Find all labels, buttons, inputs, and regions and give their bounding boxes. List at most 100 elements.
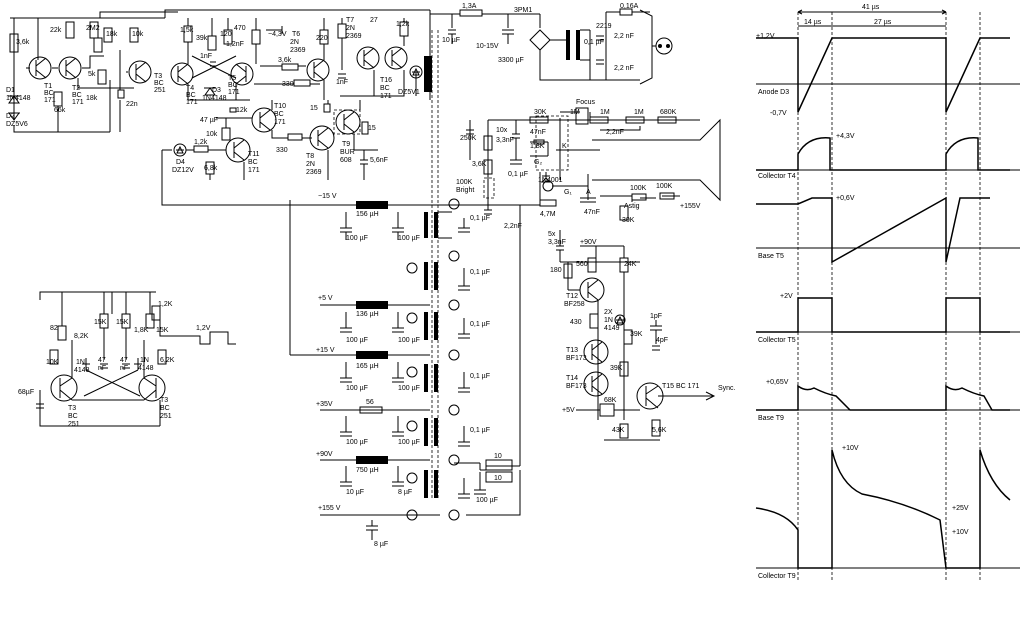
label: 1,5k [180,27,194,34]
label: 100 µF [346,385,368,392]
label: 2369 [290,47,306,54]
label: 43K [612,427,625,434]
label: 1M [634,109,644,116]
label: DZ12V [172,167,194,174]
label: 171 [72,99,84,106]
label: 68µF [18,389,34,396]
label: nF [98,365,106,372]
label: +5 V [318,295,333,302]
label: Collector T4 [758,173,796,180]
label: 47nF [584,209,600,216]
label: 1,8K [134,327,149,334]
label: 15K [94,319,107,326]
label: D4 [176,159,185,166]
label: 100K [456,179,473,186]
label: 22k [50,27,62,34]
label: 10-15V [476,43,499,50]
label: T3 [154,73,162,80]
label: 171 [186,99,198,106]
label: 1M [600,109,610,116]
label: 136 µH [356,311,379,318]
label: 3,6K [472,161,487,168]
label: BC [154,80,164,87]
label: T2 [72,85,80,92]
label: 4,7M [540,211,556,218]
label: D3 [212,87,221,94]
label: T5 [228,75,236,82]
label: −15 V [318,193,337,200]
label: 4pF [656,337,668,344]
label: 608 [340,157,352,164]
label: 30K [534,109,547,116]
label: +90V [580,239,597,246]
label: 39K [630,331,643,338]
label: 100 µF [346,439,368,446]
label: +35V [316,401,333,408]
label: 171 [380,93,392,100]
label: 8,2K [74,333,89,340]
label: nF [120,365,128,372]
label: 750 µH [356,467,379,474]
label: 0,1 µF [470,321,490,328]
label: BF258 [564,301,585,308]
label: BF173 [566,383,587,390]
label: T13 [566,347,578,354]
label: 1M [570,109,580,116]
label: 251 [160,413,172,420]
label: 251 [154,87,166,94]
label: T3 [160,397,168,404]
label: 100 µF [398,385,420,392]
label: 3,6k [278,57,292,64]
label: 2,2 nF [614,33,634,40]
label: 30K [622,217,635,224]
label: BC [186,92,196,99]
label: 22n [126,101,138,108]
label: 10 µF [442,37,460,44]
label: 5,6K [652,427,667,434]
label: 3,6k [16,39,30,46]
label: BC [72,92,82,99]
label: Sync. [718,385,736,392]
label: 220 [316,35,328,42]
label: +2V [780,293,793,300]
label: +155V [680,203,701,210]
label: T3 [68,405,76,412]
label: 3300 µF [498,57,524,64]
label: 251 [68,421,80,428]
label: 100 µF [398,337,420,344]
label: 5,6nF [370,157,388,164]
label: G₁ [564,189,572,196]
label: 2219 [596,23,612,30]
label: 10 µF [346,489,364,496]
label: 10k [132,31,144,38]
label: 180 [550,267,562,274]
label: 1pF [650,313,662,320]
label: K [562,143,567,150]
label: Base T5 [758,253,784,260]
label: 27 µs [874,19,892,26]
label: 10k [206,131,218,138]
label: 430 [570,319,582,326]
label: 39K [610,365,623,372]
label: 6,2K [160,357,175,364]
label: 2,2nF [504,223,522,230]
label: 2N [306,161,315,168]
label: −4,3V [268,31,287,38]
label: T14 [566,375,578,382]
label: DZ5V6 [6,121,28,128]
label: T1 [44,83,52,90]
label: 2M2 [86,25,100,32]
label: T7 [346,17,354,24]
label: 0,1 µF [584,39,604,46]
waveform-labels: 41 µs 14 µs 27 µs +1,2V -0,7V Anode D3 +… [756,4,969,580]
label: 4148 [138,365,154,372]
label: A [586,189,591,196]
label: 0,1 µF [508,171,528,178]
crt-section [466,107,721,221]
label: 171 [274,119,286,126]
label: G₂ [534,159,542,166]
label: BC [228,82,238,89]
label: 2N [346,25,355,32]
label: T11 [248,151,260,158]
label: 24K [624,261,637,268]
